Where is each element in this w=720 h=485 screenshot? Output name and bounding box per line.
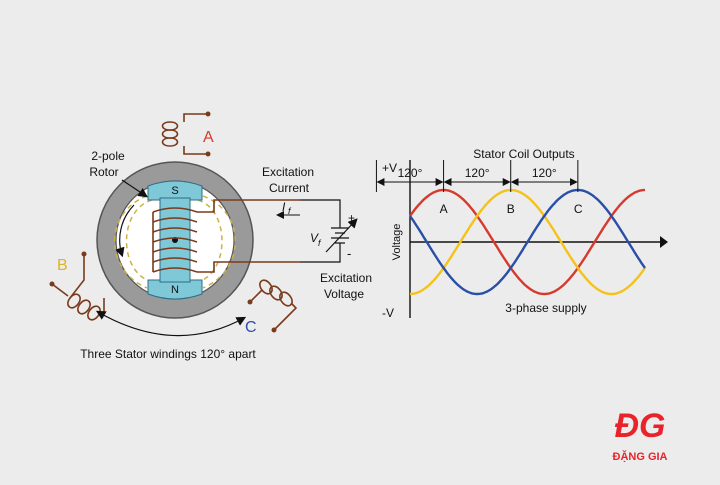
windings-arc-arrow — [95, 310, 247, 337]
rotor — [147, 180, 203, 300]
current-symbol: I f — [282, 200, 292, 216]
rotor-label-line1: 2-pole — [91, 149, 125, 163]
terminal-dot — [49, 281, 55, 287]
rotor-label-line2: Rotor — [89, 165, 118, 179]
dc-source — [300, 199, 358, 263]
angle-label: 120° — [465, 166, 490, 180]
logo-mark: ĐG — [615, 407, 666, 445]
waveform-title: Stator Coil Outputs — [473, 147, 574, 161]
phase-a-label: A — [203, 129, 214, 146]
phase-c-label: C — [245, 319, 257, 336]
phase-b-label: B — [57, 257, 68, 274]
terminal-dot — [271, 327, 277, 333]
y-axis-label: Voltage — [391, 224, 403, 261]
waveform-axes — [409, 160, 668, 318]
angle-label: 120° — [532, 166, 557, 180]
excitation-current-line1: Excitation — [262, 165, 314, 179]
wave-series-c — [409, 188, 646, 296]
rotation-arrow — [115, 204, 135, 258]
svg-text:I: I — [282, 200, 286, 214]
wave-series-b — [409, 188, 646, 296]
plus-sign: + — [348, 211, 355, 225]
stator-coil-c — [249, 279, 298, 331]
terminal-dot — [81, 251, 87, 257]
wave-series-a — [409, 188, 646, 296]
excitation-voltage-line2: Voltage — [324, 287, 364, 301]
excitation-current-line2: Current — [269, 181, 310, 195]
angle-label: 120° — [398, 166, 423, 180]
terminal-dot — [205, 111, 211, 117]
stator-coil-b — [51, 254, 105, 321]
svg-text:f: f — [318, 238, 322, 248]
svg-text:V: V — [310, 231, 319, 245]
field-lines — [114, 195, 236, 289]
waveform-caption: 3-phase supply — [505, 301, 586, 315]
company-logo: ĐG ĐẶNG GIA — [613, 407, 668, 463]
terminal-dot — [247, 299, 253, 305]
rotor-pointer-arrow — [121, 179, 148, 198]
peak-label-c: C — [574, 202, 583, 216]
rotor-coil — [152, 199, 300, 273]
waveform-plot — [409, 188, 646, 296]
terminal-dot — [205, 151, 211, 157]
logo-name: ĐẶNG GIA — [613, 450, 668, 463]
pole-s-label: S — [171, 185, 178, 197]
y-neg-label: -V — [382, 306, 394, 320]
windings-caption: Three Stator windings 120° apart — [80, 347, 256, 361]
y-pos-label: +V — [382, 161, 397, 175]
excitation-voltage-line1: Excitation — [320, 271, 372, 285]
minus-sign: - — [347, 246, 351, 261]
svg-text:f: f — [288, 206, 292, 216]
voltage-symbol: V f — [310, 231, 322, 248]
peak-label-b: B — [507, 202, 515, 216]
peak-label-a: A — [440, 202, 448, 216]
angle-markers: 120° 120° 120° A B C — [375, 160, 583, 216]
stator-coil-a — [161, 113, 208, 155]
pole-n-label: N — [171, 284, 179, 296]
